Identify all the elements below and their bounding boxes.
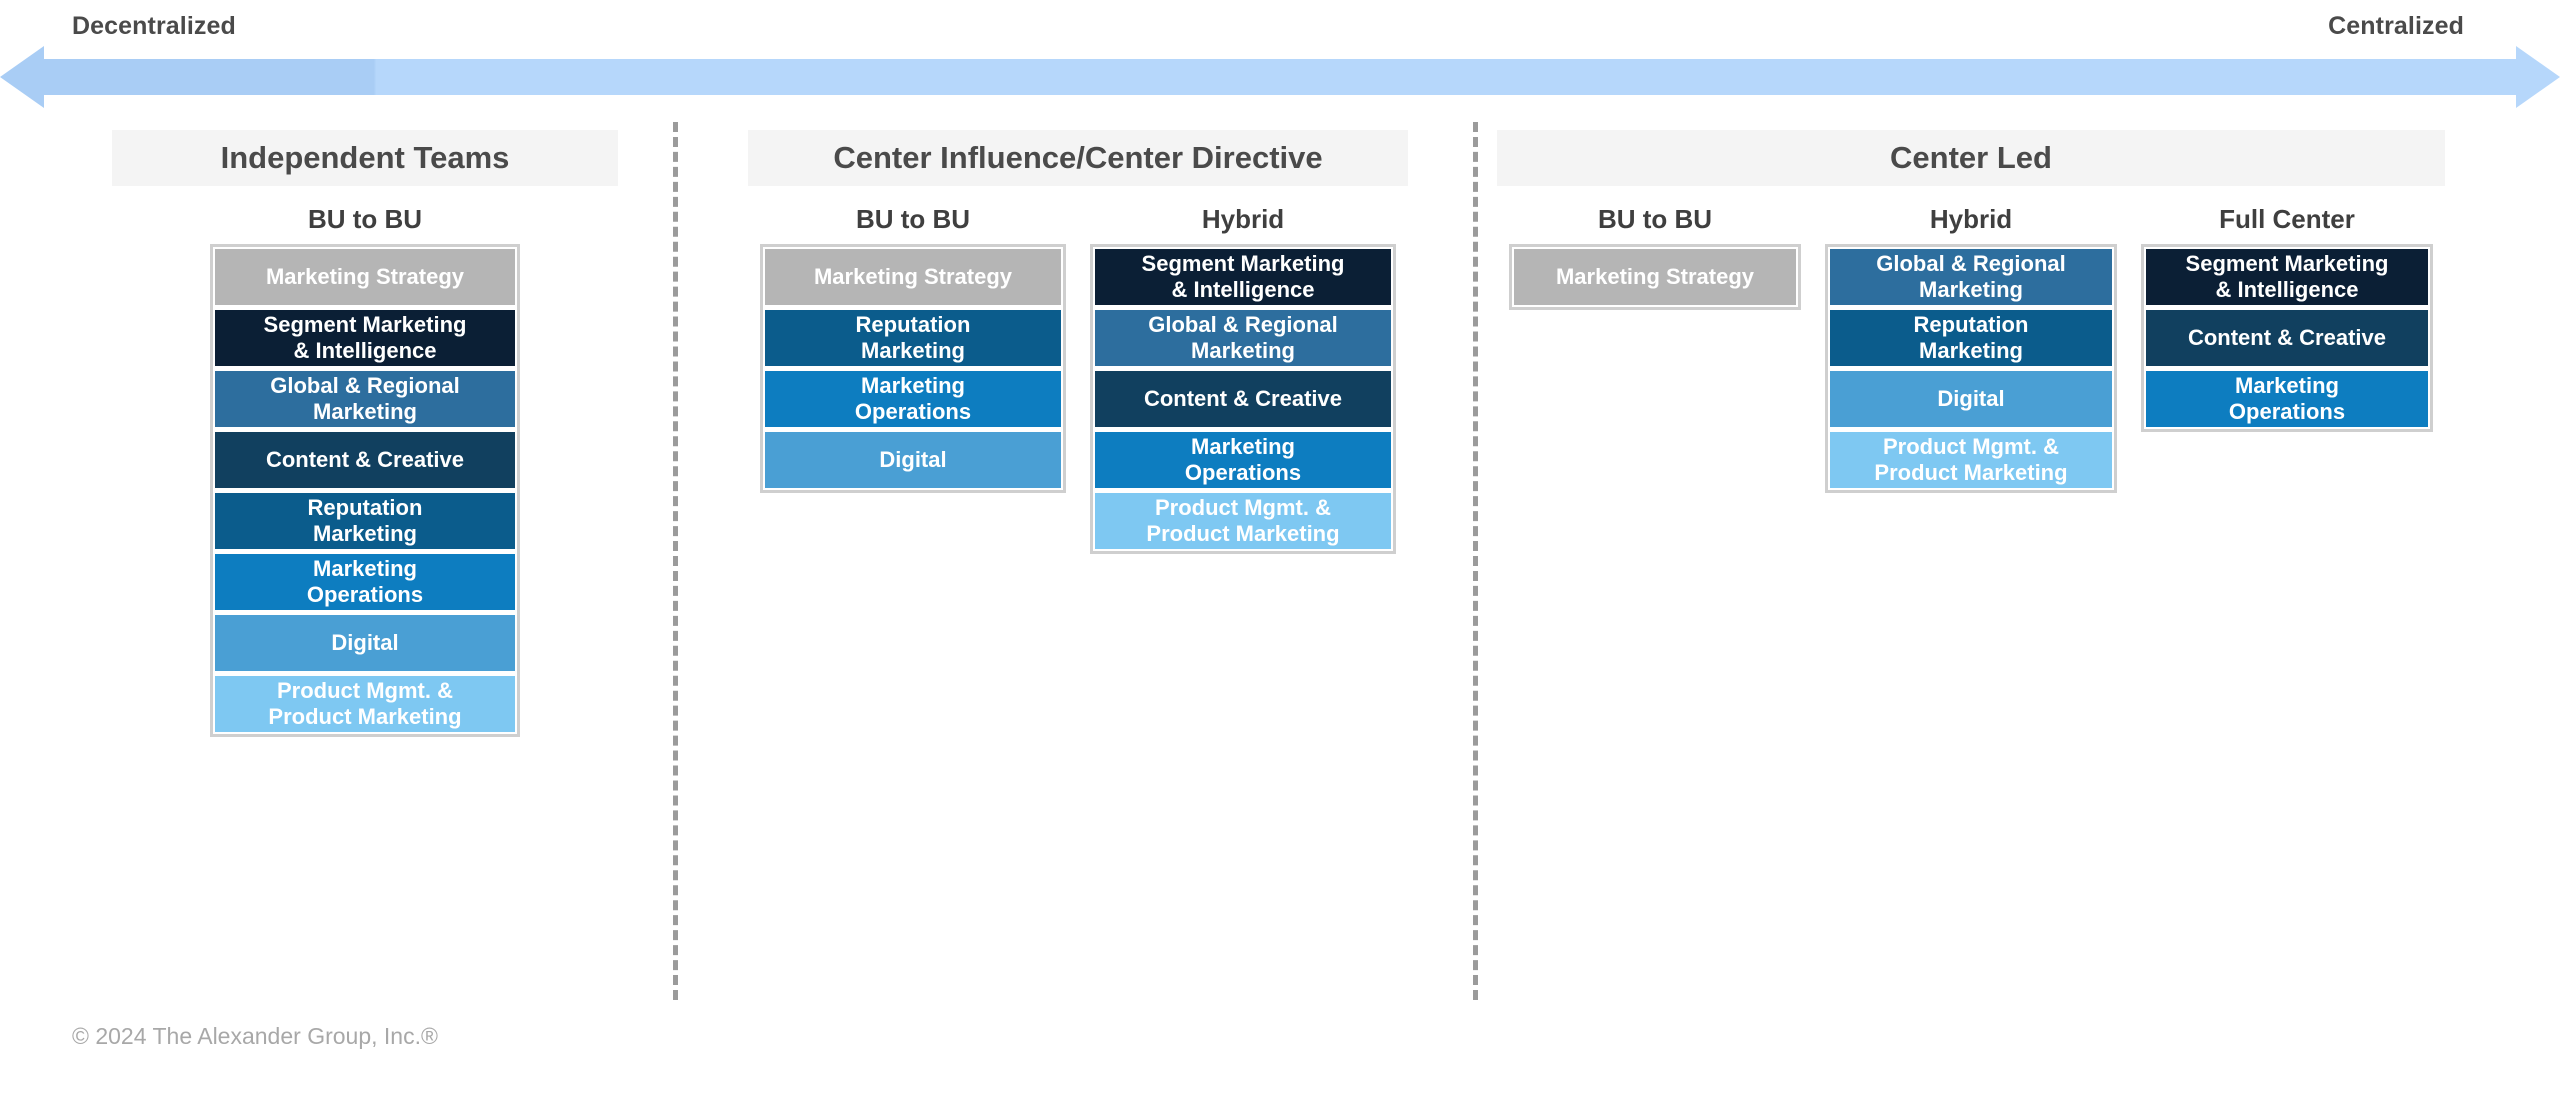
section-center-influence-center-directive: Center Influence/Center Directive BU to … [748, 130, 1408, 554]
function-box-label: Marketing Strategy [813, 264, 1013, 290]
function-box[interactable]: Content & Creative [2146, 310, 2428, 366]
continuum-arrow-band: Decentralized Centralized [0, 0, 2560, 118]
function-box[interactable]: Digital [1830, 371, 2112, 427]
continuum-right-label: Centralized [2328, 12, 2464, 40]
double-headed-arrow-icon [0, 46, 2560, 108]
subcolumn-title: BU to BU [307, 204, 423, 234]
function-box[interactable]: Content & Creative [215, 432, 515, 488]
function-box[interactable]: Segment Marketing& Intelligence [2146, 249, 2428, 305]
function-box-label: Digital [1937, 386, 2005, 412]
section-title: Center Led [1497, 130, 2445, 186]
function-box[interactable]: Digital [215, 615, 515, 671]
function-box-label: Segment Marketing& Intelligence [2185, 251, 2389, 302]
function-box-label: Content & Creative [1143, 386, 1343, 412]
function-box-label: Marketing Strategy [265, 264, 465, 290]
function-box[interactable]: Marketing Strategy [765, 249, 1061, 305]
subcolumn-title: BU to BU [1597, 204, 1713, 234]
section-title: Center Influence/Center Directive [748, 130, 1408, 186]
copyright-notice: © 2024 The Alexander Group, Inc.® [72, 1023, 438, 1049]
function-box-label: Product Mgmt. &Product Marketing [1146, 495, 1340, 546]
continuum-left-label: Decentralized [72, 12, 236, 40]
function-box-label: Content & Creative [265, 447, 465, 473]
section-center-led: Center Led BU to BU Marketing Strategy H… [1497, 130, 2445, 493]
function-box[interactable]: Segment Marketing& Intelligence [215, 310, 515, 366]
subcolumn-title: BU to BU [855, 204, 971, 234]
function-box[interactable]: Product Mgmt. &Product Marketing [1095, 493, 1391, 549]
section-divider-1 [673, 122, 678, 1000]
function-box-label: Digital [879, 447, 947, 473]
function-box[interactable]: Content & Creative [1095, 371, 1391, 427]
function-box-label: Marketing Strategy [1555, 264, 1755, 290]
function-box-label: Product Mgmt. &Product Marketing [268, 678, 462, 729]
function-stack: Marketing Strategy [1509, 244, 1801, 310]
function-box-label: Product Mgmt. &Product Marketing [1874, 434, 2068, 485]
function-box[interactable]: Segment Marketing& Intelligence [1095, 249, 1391, 305]
function-box[interactable]: Product Mgmt. &Product Marketing [1830, 432, 2112, 488]
subcolumn-title: Full Center [2219, 204, 2355, 234]
subcolumn-row: BU to BU Marketing Strategy Hybrid Globa… [1497, 186, 2445, 493]
section-divider-2 [1473, 122, 1478, 1000]
function-box[interactable]: Marketing Strategy [1514, 249, 1796, 305]
subcolumn-bu-to-bu: BU to BU Marketing Strategy [1509, 186, 1801, 310]
function-box-label: Digital [331, 630, 399, 656]
section-title: Independent Teams [112, 130, 618, 186]
function-box[interactable]: Product Mgmt. &Product Marketing [215, 676, 515, 732]
function-box-label: Content & Creative [2187, 325, 2387, 351]
subcolumn-full-center: Full Center Segment Marketing& Intellige… [2141, 186, 2433, 432]
function-box[interactable]: Digital [765, 432, 1061, 488]
subcolumn-title: Hybrid [1201, 204, 1285, 234]
subcolumn-title: Hybrid [1929, 204, 2013, 234]
section-independent-teams: Independent Teams BU to BU Marketing Str… [112, 130, 618, 737]
function-box-label: Segment Marketing& Intelligence [1141, 251, 1345, 302]
function-box[interactable]: Marketing Strategy [215, 249, 515, 305]
function-box-label: Segment Marketing& Intelligence [263, 312, 467, 363]
